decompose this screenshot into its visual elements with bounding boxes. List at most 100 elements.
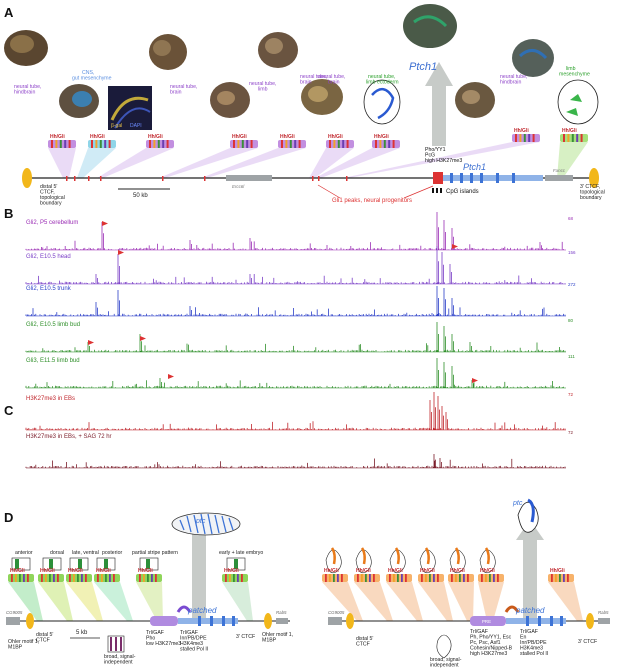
svg-text:Hh/Gli: Hh/Gli xyxy=(550,568,565,574)
svg-text:dorsal: dorsal xyxy=(50,550,64,556)
enhancer-fan xyxy=(222,582,253,621)
peak-flag xyxy=(168,374,174,379)
hhgli-box: Hh/Gli xyxy=(66,568,92,582)
svg-text:neural tube,brain: neural tube,brain xyxy=(318,74,345,86)
peak-flag xyxy=(118,250,124,255)
hhgli-box: Hh/Gli xyxy=(448,568,474,582)
svg-text:Hh/Gli: Hh/Gli xyxy=(138,568,153,574)
svg-text:Hh/Gli: Hh/Gli xyxy=(96,568,111,574)
svg-text:272: 272 xyxy=(568,282,576,287)
svg-text:Hh/Gli: Hh/Gli xyxy=(328,134,343,140)
svg-text:broad, signal-independent: broad, signal-independent xyxy=(430,657,462,669)
svg-text:ptc: ptc xyxy=(512,500,523,507)
gli1-peaks-label: Gli1 peaks, neural progenitors xyxy=(332,198,412,204)
enhancer-fan xyxy=(66,582,103,621)
hhgli-box: Hh/Gli xyxy=(322,568,348,582)
svg-text:CG9005: CG9005 xyxy=(6,610,23,615)
chip-track: Gli2, E10.5 head 156 xyxy=(25,246,576,285)
svg-text:neural tube,brain: neural tube,brain xyxy=(170,84,197,96)
enhancer-fan xyxy=(94,582,133,621)
enhancer-fan xyxy=(77,148,116,178)
enhancer-fan xyxy=(448,582,474,621)
enhancer-fan xyxy=(386,582,423,621)
enhancer-fan xyxy=(136,582,163,621)
hhgli-box: Hh/Gli xyxy=(230,134,258,148)
hhgli-box: Hh/Gli xyxy=(560,128,588,142)
svg-text:5 kb: 5 kb xyxy=(76,630,88,636)
svg-text:Hh/Gli: Hh/Gli xyxy=(374,134,389,140)
hhgli-box: Hh/Gli xyxy=(548,568,574,582)
panel-letter-a: A xyxy=(4,5,14,20)
wing-disc-icon xyxy=(355,547,372,574)
scale-bar-a: 50 kb xyxy=(133,193,148,199)
enhancer-fan xyxy=(354,582,393,621)
svg-text:distal 5'CTCF: distal 5'CTCF xyxy=(36,632,53,644)
svg-text:Rab5: Rab5 xyxy=(598,610,609,615)
svg-text:Ohler motif 1,M1BP: Ohler motif 1,M1BP xyxy=(262,632,293,644)
enhancer-fans-a xyxy=(48,142,588,178)
peak-flag xyxy=(88,340,94,345)
hhgli-box: Hh/Gli xyxy=(146,134,174,148)
svg-text:Gli2, E10.5 head: Gli2, E10.5 head xyxy=(26,254,71,260)
svg-text:Hh/Gli: Hh/Gli xyxy=(10,568,25,574)
svg-text:72: 72 xyxy=(568,430,574,435)
panel-d-right: ptc xyxy=(512,498,544,620)
locus-d-left: CG9005 patched Rab5 5 kb Ohler motif 1,M… xyxy=(6,605,293,666)
enhancer-fan xyxy=(8,582,43,621)
hhgli-box: Hh/Gli xyxy=(354,568,380,582)
enhancer-fan xyxy=(548,582,583,621)
svg-text:Gli2, P5 cerebellum: Gli2, P5 cerebellum xyxy=(26,220,78,226)
panel-letter-d: D xyxy=(4,510,13,525)
panel-letter-b: B xyxy=(4,206,13,221)
svg-text:broad, signal-independent: broad, signal-independent xyxy=(104,654,136,666)
svg-text:early + late embryo: early + late embryo xyxy=(219,550,263,556)
svg-text:Hh/Gli: Hh/Gli xyxy=(420,568,435,574)
hhgli-box: Hh/Gli xyxy=(48,134,76,148)
svg-text:neural tube,limb: neural tube,limb xyxy=(249,81,276,93)
enhancer-fan xyxy=(159,148,258,178)
panel-letter-c: C xyxy=(4,403,14,418)
svg-text:H3K27me3 in EBs: H3K27me3 in EBs xyxy=(26,396,75,402)
svg-text:Hh/Gli: Hh/Gli xyxy=(50,134,65,140)
svg-text:Hh/Gli: Hh/Gli xyxy=(68,568,83,574)
embryo-labels: neural tube,hindbrain CNS,gut mesenchyme… xyxy=(14,66,590,96)
dapi-label: DAPI xyxy=(130,123,142,129)
enhancer-fan xyxy=(557,142,588,178)
wing-discs-d-right xyxy=(325,547,496,574)
svg-text:neural tube,brain: neural tube,brain xyxy=(300,74,327,86)
fancc-label: Fancc xyxy=(553,168,566,173)
peak-flag xyxy=(140,336,146,341)
svg-text:Hh/Gli: Hh/Gli xyxy=(90,134,105,140)
svg-text:Hh/Gli: Hh/Gli xyxy=(514,128,529,134)
enhancer-fan xyxy=(201,148,306,178)
svg-text:H3K27me3 in EBs, + SAG 72 hr: H3K27me3 in EBs, + SAG 72 hr xyxy=(26,434,112,440)
svg-text:Gli3, E11.5 limb bud: Gli3, E11.5 limb bud xyxy=(26,358,80,364)
svg-text:anterior: anterior xyxy=(15,550,33,556)
wing-disc-icon xyxy=(449,547,466,574)
svg-text:156: 156 xyxy=(568,250,576,255)
locus-d-right: CG9005 PRE patched Rab5 distal 5'CTCF br… xyxy=(328,605,610,669)
enhancer-fan xyxy=(48,148,76,178)
cpg-label: CpG islands xyxy=(446,189,479,195)
svg-text:posterior: posterior xyxy=(102,550,122,556)
hhgli-box: Hh/Gli xyxy=(88,134,116,148)
svg-text:patched: patched xyxy=(187,606,217,615)
svg-text:CNS,gut mesenchyme: CNS,gut mesenchyme xyxy=(72,70,112,82)
ptch1-title: Ptch1 xyxy=(409,61,437,73)
ptch1-arrow xyxy=(425,62,453,146)
hhgli-box: Hh/Gli xyxy=(418,568,444,582)
svg-text:Hh/Gli: Hh/Gli xyxy=(450,568,465,574)
svg-text:neural tube,limb ectoderm: neural tube,limb ectoderm xyxy=(366,74,399,86)
